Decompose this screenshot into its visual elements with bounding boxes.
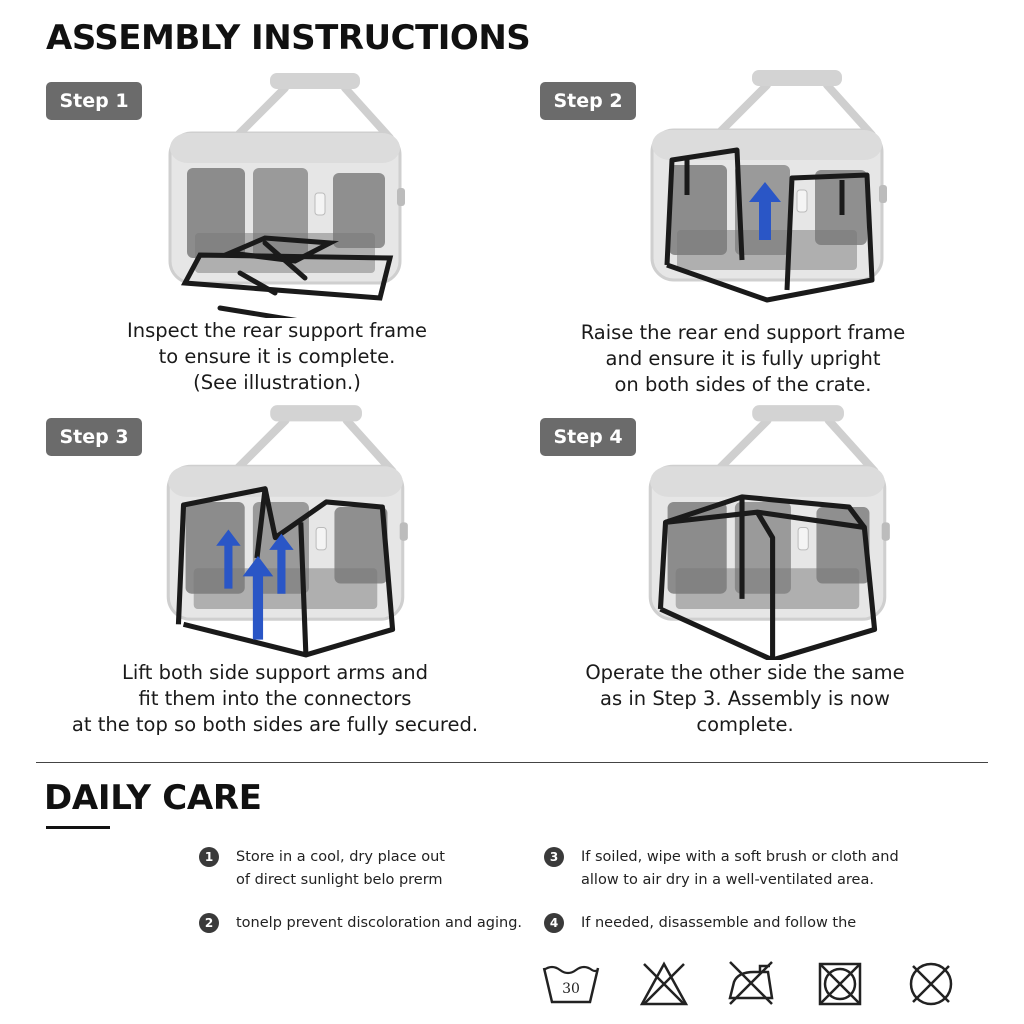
step-3-badge: Step 3 — [46, 418, 142, 456]
page-title: ASSEMBLY INSTRUCTIONS — [46, 18, 531, 58]
care-item-4: 4 If needed, disassemble and follow the — [544, 912, 856, 935]
do-not-bleach-icon — [639, 961, 689, 1006]
step-1-badge: Step 1 — [46, 82, 142, 120]
care-number-4: 4 — [544, 913, 564, 933]
do-not-dry-clean-icon — [909, 962, 953, 1006]
step-2-badge: Step 2 — [540, 82, 636, 120]
care-text-4: If needed, disassemble and follow the — [581, 915, 857, 931]
daily-care-underline — [46, 826, 110, 829]
step-4-badge: Step 4 — [540, 418, 636, 456]
care-item-2: 2 tonelp prevent discoloration and aging… — [199, 912, 522, 935]
step-3-illustration — [158, 400, 413, 658]
step-4-illustration — [640, 400, 895, 660]
step-1-caption: Inspect the rear support frame to ensure… — [126, 319, 428, 394]
step-1-illustration — [160, 68, 410, 318]
care-number-3: 3 — [544, 847, 564, 867]
wash-30-icon: 30 — [542, 965, 600, 1004]
step-4-caption: Operate the other side the same as in St… — [585, 661, 905, 736]
care-item-1: 1 Store in a cool, dry place out of dire… — [199, 846, 445, 892]
care-text-2: tonelp prevent discoloration and aging. — [236, 915, 523, 931]
do-not-tumble-dry-icon — [818, 962, 862, 1006]
care-text-3: If soiled, wipe with a soft brush or clo… — [581, 849, 899, 888]
step-2-illustration — [642, 65, 892, 303]
step-2-caption: Raise the rear end support frame and ens… — [580, 321, 906, 396]
wash-temperature-label: 30 — [562, 981, 580, 997]
care-item-3: 3 If soiled, wipe with a soft brush or c… — [544, 846, 899, 892]
care-text-1: Store in a cool, dry place out of direct… — [236, 849, 445, 888]
step-3-caption: Lift both side support arms and fit them… — [71, 661, 479, 736]
care-number-2: 2 — [199, 913, 219, 933]
do-not-iron-icon — [728, 961, 774, 1005]
daily-care-title: DAILY CARE — [44, 778, 262, 818]
care-number-1: 1 — [199, 847, 219, 867]
section-divider — [36, 762, 988, 763]
up-arrow-icon — [749, 182, 781, 240]
